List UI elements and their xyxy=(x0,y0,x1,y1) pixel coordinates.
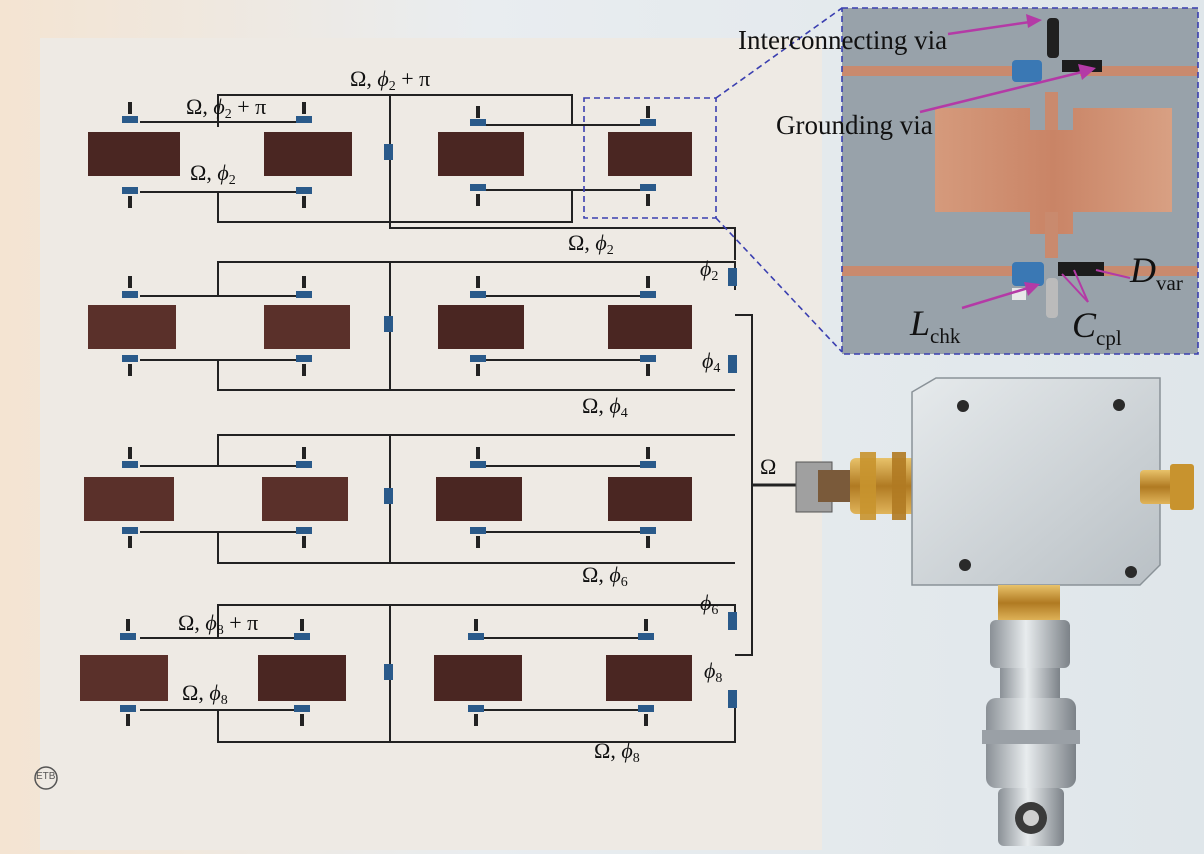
label-c-cpl: Ccpl xyxy=(1072,305,1122,350)
label-side-phi8: ϕ8 xyxy=(704,658,723,686)
sma-edge-connector xyxy=(795,452,920,520)
label-interconnecting-via: Interconnecting via xyxy=(738,25,948,55)
annotation-arrows xyxy=(919,14,1131,310)
patch-array xyxy=(80,132,692,701)
bias-tee-housing xyxy=(911,377,1194,586)
board-marking-text: ETB xyxy=(36,771,56,782)
label-row1-top: Ω, ϕ2 + π xyxy=(350,66,431,94)
label-row4-upper: Ω, ϕ8 + π xyxy=(178,610,259,638)
label-side-phi2: ϕ2 xyxy=(700,256,719,284)
zoom-callout-line-top xyxy=(715,7,843,99)
label-row1-bottom: Ω, ϕ2 xyxy=(568,230,614,258)
zoom-callout-line-bottom xyxy=(715,217,843,353)
label-grounding-via: Grounding via xyxy=(776,110,933,140)
label-side-phi4: ϕ4 xyxy=(702,348,721,376)
label-d-var: Dvar xyxy=(1130,250,1183,295)
label-side-phi6: ϕ6 xyxy=(700,590,719,618)
label-row3-bottom: Ω, ϕ6 xyxy=(582,562,628,590)
smd-components xyxy=(120,102,737,726)
label-l-chk: Lchk xyxy=(910,303,961,348)
bnc-adapter xyxy=(982,585,1080,846)
label-row2-bottom: Ω, ϕ4 xyxy=(582,393,628,421)
label-row1-upper: Ω, ϕ2 + π xyxy=(186,94,267,122)
board-marking-seal xyxy=(34,766,58,790)
inset-zoom xyxy=(841,7,1199,355)
label-row4-lower: Ω, ϕ8 xyxy=(182,680,228,708)
label-row1-lower: Ω, ϕ2 xyxy=(190,160,236,188)
label-feed: Ω xyxy=(760,454,777,479)
zoom-selection-box xyxy=(583,97,717,219)
label-row4-bottom: Ω, ϕ8 xyxy=(594,738,640,766)
